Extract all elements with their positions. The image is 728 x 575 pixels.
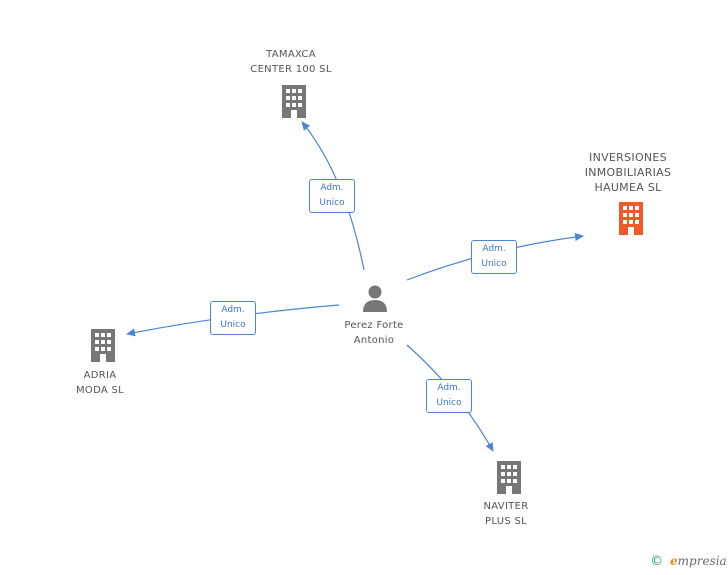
building-icon[interactable]	[279, 84, 309, 118]
company-label-inversiones[interactable]: INVERSIONES INMOBILIARIAS HAUMEA SL	[584, 151, 672, 194]
person-icon[interactable]	[361, 284, 389, 312]
building-icon[interactable]	[88, 328, 118, 362]
person-label[interactable]: Perez Forte Antonio	[344, 320, 404, 346]
brand-initial: e	[670, 554, 678, 568]
copyright-symbol: ©	[650, 554, 663, 569]
relation-role-detail: Unico	[436, 398, 462, 408]
brand-name: mpresia	[677, 554, 727, 568]
relation-role: Adm.	[437, 383, 461, 393]
company-label-adria[interactable]: ADRIA MODA SL	[75, 370, 125, 396]
relation-label-inversiones[interactable]: Adm. Unico	[471, 240, 517, 274]
relation-label-tamaxca[interactable]: Adm. Unico	[309, 179, 355, 213]
building-icon[interactable]	[494, 460, 524, 494]
relation-role-detail: Unico	[220, 320, 246, 330]
company-label-naviter[interactable]: NAVITER PLUS SL	[483, 501, 529, 527]
building-icon[interactable]	[616, 201, 646, 235]
relation-role-detail: Unico	[481, 259, 507, 269]
relation-role: Adm.	[320, 183, 344, 193]
relation-role: Adm.	[221, 305, 245, 315]
brand-footer: © empresia	[650, 553, 728, 575]
company-label-tamaxca[interactable]: TAMAXCA CENTER 100 SL	[250, 49, 332, 75]
relation-role-detail: Unico	[319, 198, 345, 208]
relation-label-adria[interactable]: Adm. Unico	[210, 301, 256, 335]
relation-role: Adm.	[482, 244, 506, 254]
relation-label-naviter[interactable]: Adm. Unico	[426, 379, 472, 413]
brand-logo[interactable]: empresia	[670, 554, 727, 568]
